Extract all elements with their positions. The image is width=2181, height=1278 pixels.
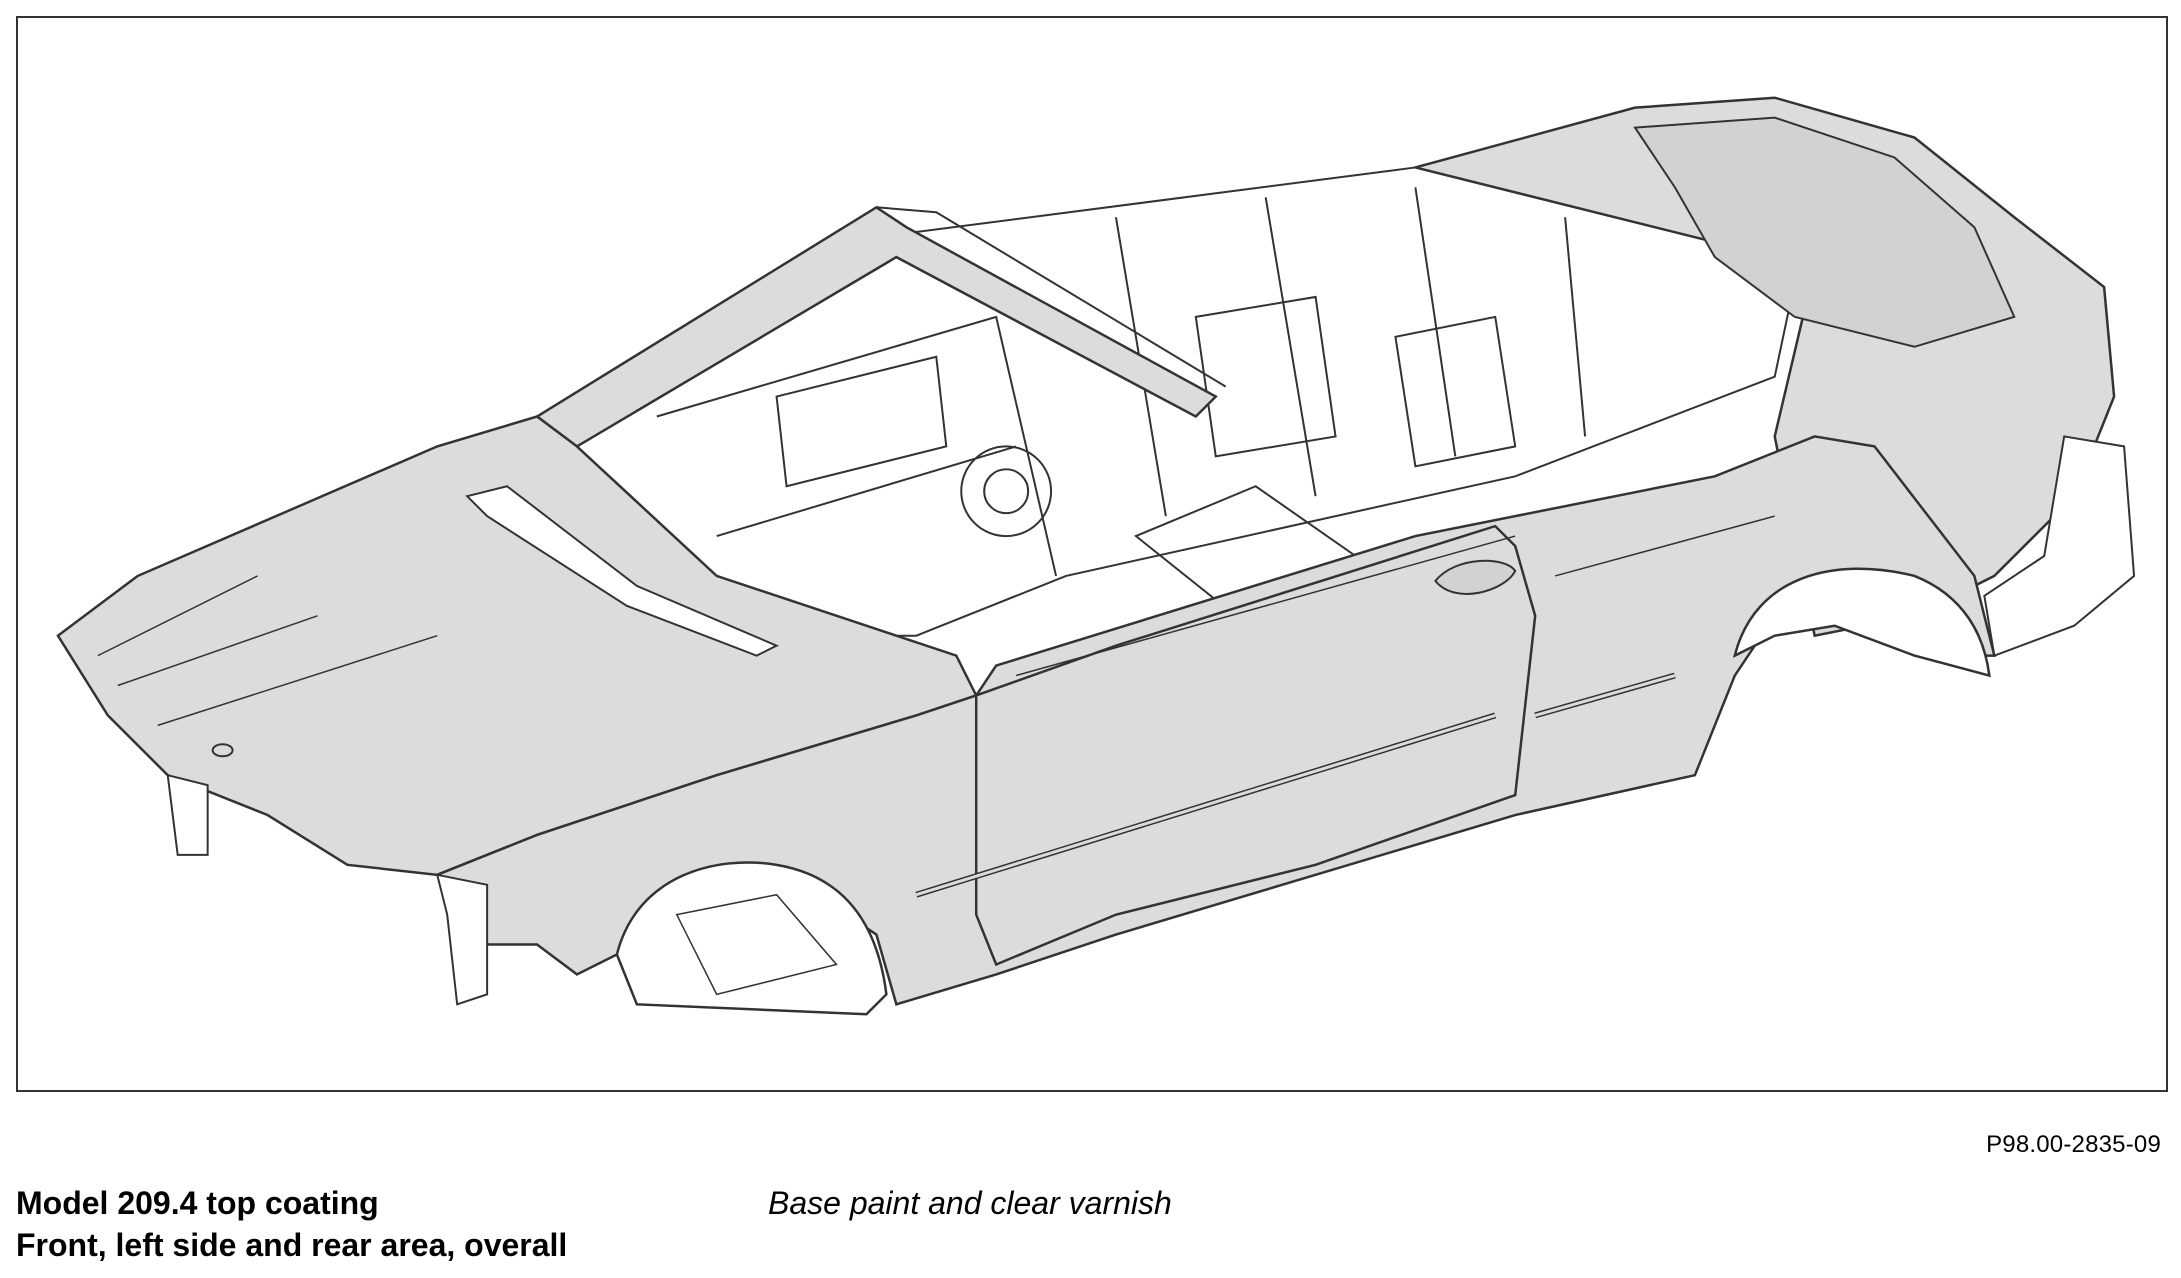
- front-wheel-arch: [615, 861, 888, 1016]
- figure-reference-id: P98.00-2835-09: [1986, 1131, 2161, 1158]
- door-handle: [1434, 559, 1517, 595]
- caption-title-line-2: Front, left side and rear area, overall: [16, 1227, 568, 1263]
- front-bracket: [435, 873, 489, 1006]
- windshield-frame: [534, 205, 1218, 448]
- door-outline: [974, 524, 1537, 967]
- rear-wheel-arch: [1732, 567, 1991, 678]
- caption-description: Base paint and clear varnish: [768, 1185, 1172, 1221]
- caption-title: Model 209.4 top coating Front, left side…: [16, 1182, 567, 1266]
- figure-frame: [16, 16, 2168, 1092]
- caption-title-line-1: Model 209.4 top coating: [16, 1185, 379, 1221]
- vehicle-body-illustration: [56, 96, 2136, 1016]
